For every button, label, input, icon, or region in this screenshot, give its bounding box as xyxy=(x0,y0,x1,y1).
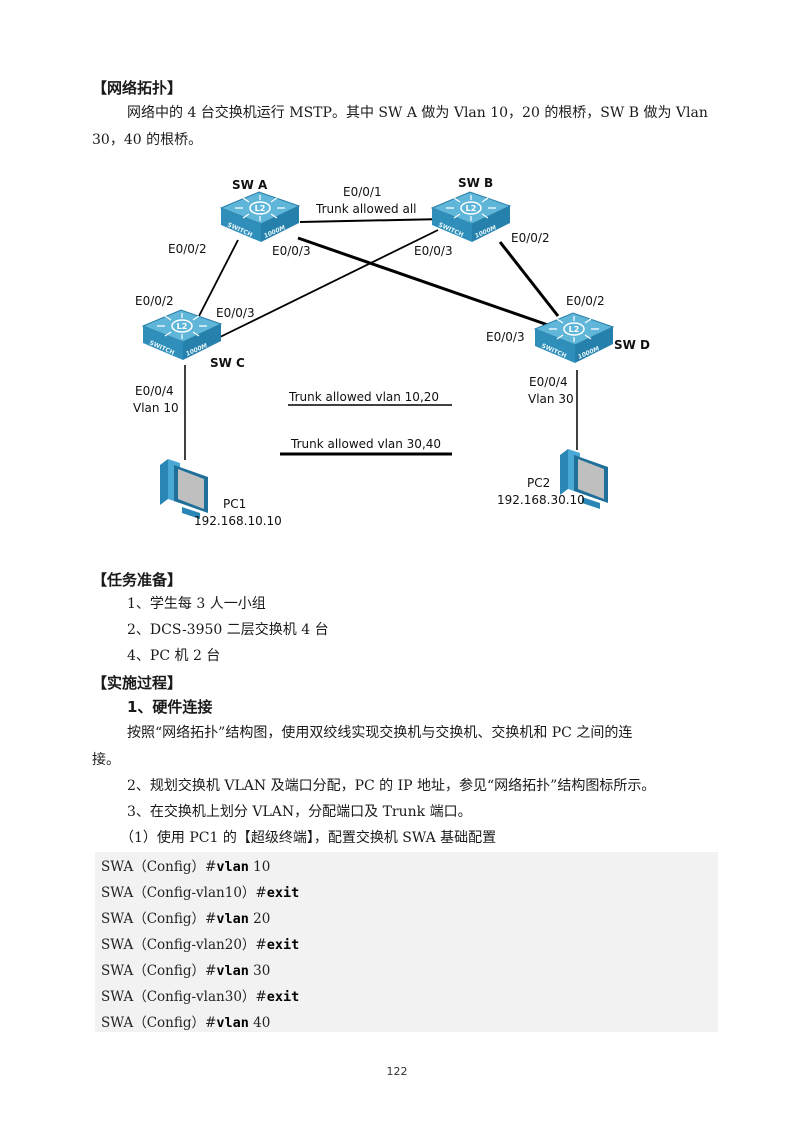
page-number: 122 xyxy=(386,1065,408,1078)
pc2-ip: 192.168.30.10 xyxy=(497,493,585,507)
code-line: SWA（Config）#vlan 10 xyxy=(101,859,271,875)
code-line: SWA（Config-vlan10）#exit xyxy=(101,885,300,901)
code-line: SWA（Config-vlan20）#exit xyxy=(101,937,300,953)
trunk-allowed-all-label: Trunk allowed all xyxy=(316,202,417,216)
legend-thin-label: Trunk allowed vlan 10,20 xyxy=(289,390,440,404)
step3-text: 3、在交换机上划分 VLAN，分配端口及 Trunk 端口。 xyxy=(127,804,472,820)
code-line: SWA（Config）#vlan 40 xyxy=(101,1015,271,1031)
prep-item: 2、DCS-3950 二层交换机 4 台 xyxy=(127,622,329,638)
port-a-b: E0/0/1 xyxy=(343,185,382,199)
port-b-c-at-b: E0/0/3 xyxy=(414,244,453,258)
config-code-block: SWA（Config）#vlan 10 SWA（Config-vlan10）#e… xyxy=(95,852,718,1032)
link-a-b xyxy=(299,218,446,223)
step2-text: 2、规划交换机 VLAN 及端口分配，PC 的 IP 地址，参见“网络拓扑”结构… xyxy=(127,778,656,794)
topology-description-line2: 30，40 的根桥。 xyxy=(92,132,203,148)
vlan-d-pc2: Vlan 30 xyxy=(528,392,574,406)
step1-line2: 接。 xyxy=(92,752,120,768)
pc1-name: PC1 xyxy=(223,497,247,511)
pc2-name: PC2 xyxy=(527,476,551,490)
prep-item: 4、PC 机 2 台 xyxy=(127,648,221,664)
port-d-pc2: E0/0/4 xyxy=(529,375,568,389)
switch-b-icon xyxy=(431,191,511,243)
label-sw-d: SW D xyxy=(614,338,651,352)
step1-line1: 按照“网络拓扑”结构图，使用双绞线实现交换机与交换机、交换机和 PC 之间的连 xyxy=(127,725,633,741)
code-line: SWA（Config）#vlan 30 xyxy=(101,963,271,979)
switch-c-icon xyxy=(142,309,222,361)
switch-a-icon xyxy=(220,191,300,243)
port-c-b-at-c: E0/0/3 xyxy=(216,306,255,320)
port-b-d-at-b: E0/0/2 xyxy=(511,231,550,245)
link-b-d xyxy=(498,241,560,317)
vlan-c-pc1: Vlan 10 xyxy=(133,401,179,415)
code-line: SWA（Config-vlan30）#exit xyxy=(101,989,300,1005)
code-line: SWA（Config）#vlan 20 xyxy=(101,911,271,927)
network-topology-diagram: L2 SWITCH 1000M xyxy=(120,170,680,540)
port-c-a-at-c: E0/0/2 xyxy=(135,294,174,308)
link-b-c xyxy=(217,229,439,339)
label-sw-c: SW C xyxy=(210,356,245,370)
label-sw-a: SW A xyxy=(232,178,268,192)
link-a-d xyxy=(297,236,549,327)
step1-title: 1、硬件连接 xyxy=(127,698,213,716)
pc1-ip: 192.168.10.10 xyxy=(194,514,282,528)
topology-links: L2 SWITCH 1000M xyxy=(142,191,614,519)
topology-description-line1: 网络中的 4 台交换机运行 MSTP。其中 SW A 做为 Vlan 10，20… xyxy=(127,105,708,121)
step3-sub1-text: （1）使用 PC1 的【超级终端】，配置交换机 SWA 基础配置 xyxy=(120,830,497,846)
port-a-c-at-a: E0/0/2 xyxy=(168,242,207,256)
legend-thick-label: Trunk allowed vlan 30,40 xyxy=(291,437,442,451)
port-a-d-at-a: E0/0/3 xyxy=(272,244,311,258)
link-a-c xyxy=(197,239,239,319)
port-d-a-at-d: E0/0/3 xyxy=(486,330,525,344)
pc1-icon xyxy=(160,459,208,519)
heading-implementation: 【实施过程】 xyxy=(92,674,183,692)
port-c-pc1: E0/0/4 xyxy=(135,384,174,398)
switch-d-icon xyxy=(534,312,614,364)
heading-task-preparation: 【任务准备】 xyxy=(92,571,183,589)
label-sw-b: SW B xyxy=(458,176,494,190)
port-d-b-at-d: E0/0/2 xyxy=(566,294,605,308)
heading-network-topology: 【网络拓扑】 xyxy=(92,79,183,97)
prep-item: 1、学生每 3 人一小组 xyxy=(127,596,266,612)
